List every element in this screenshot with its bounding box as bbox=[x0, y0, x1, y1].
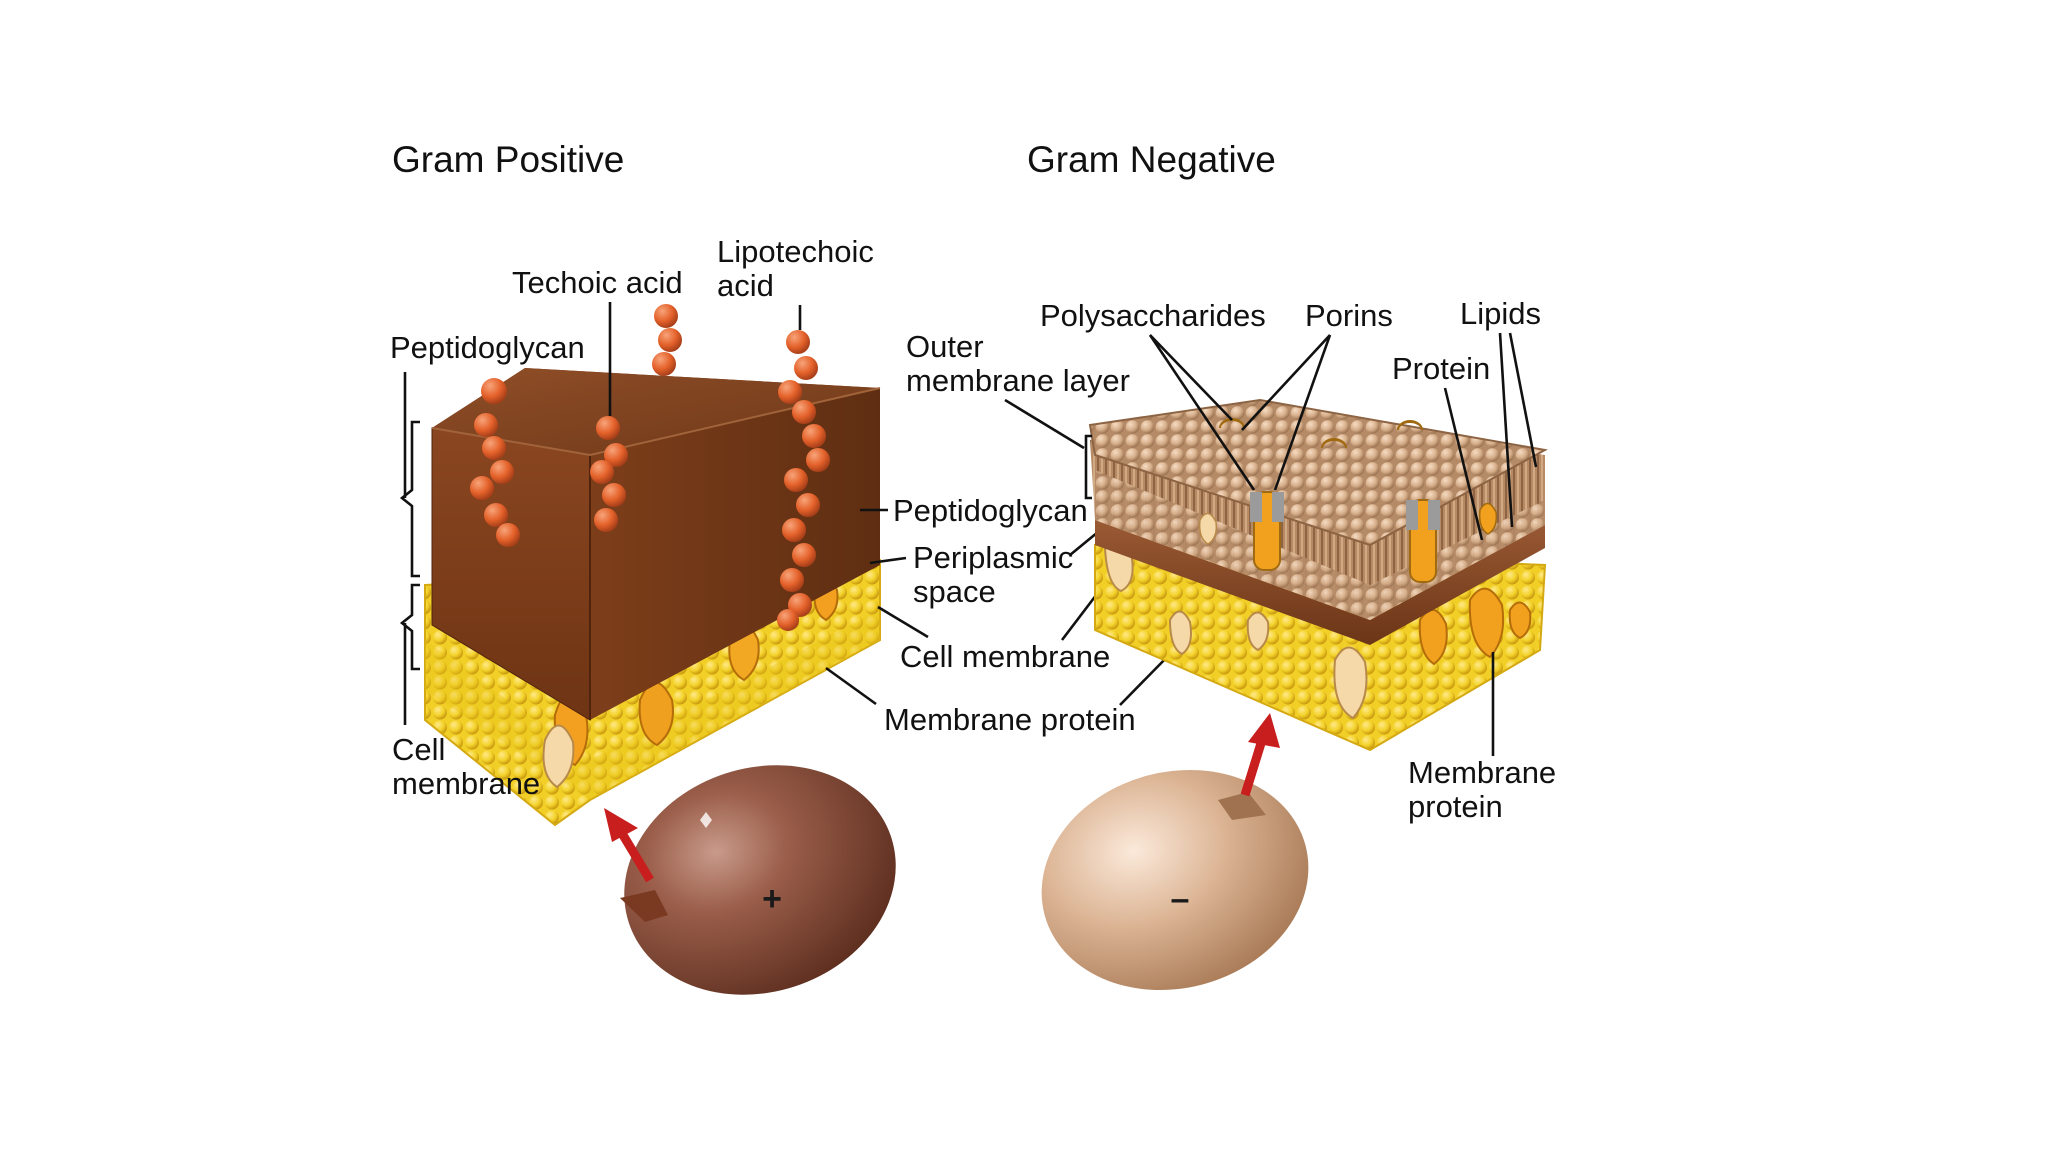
label-cell-membrane-middle: Cell membrane bbox=[900, 639, 1110, 674]
label-membrane-protein-line2: protein bbox=[1408, 789, 1503, 824]
leader-polysaccharides-a bbox=[1149, 334, 1233, 421]
leader-cell-membrane-left bbox=[877, 605, 929, 639]
label-membrane-line2: membrane bbox=[392, 766, 540, 801]
label-periplasmic-line2: space bbox=[913, 574, 996, 609]
label-membrane-protein-line1: Membrane bbox=[1408, 755, 1556, 790]
leader-periplasmic-right bbox=[1069, 530, 1099, 557]
leader-membrane-protein-left bbox=[825, 666, 877, 706]
teichoic-chain bbox=[470, 378, 520, 547]
gram-positive-peptidoglycan-block bbox=[431, 368, 881, 721]
gram-positive-title: Gram Positive bbox=[392, 139, 624, 180]
label-techoic-acid: Techoic acid bbox=[512, 265, 683, 300]
gram-negative-outer-membrane bbox=[1088, 398, 1548, 620]
gram-positive-sign: + bbox=[762, 880, 782, 918]
membrane-protein-shape bbox=[1418, 609, 1448, 666]
membrane-protein-shape bbox=[1168, 610, 1192, 656]
leader-porins-b bbox=[1273, 334, 1332, 491]
gram-positive-cell: + bbox=[624, 765, 896, 995]
label-polysaccharides: Polysaccharides bbox=[1040, 298, 1266, 333]
lipoteichoic-chain bbox=[777, 330, 830, 631]
bracket-peptidoglycan bbox=[399, 420, 420, 578]
teichoic-chain bbox=[590, 416, 628, 532]
gram-negative-sign: – bbox=[1171, 880, 1190, 918]
gram-negative-title: Gram Negative bbox=[1027, 139, 1276, 180]
leader-porins-a bbox=[1241, 334, 1331, 431]
membrane-protein-shape bbox=[1468, 587, 1505, 659]
label-periplasmic-line1: Periplasmic bbox=[913, 540, 1073, 575]
label-porins: Porins bbox=[1305, 298, 1393, 333]
leader-protein bbox=[1443, 387, 1484, 541]
label-peptidoglycan-middle: Peptidoglycan bbox=[893, 493, 1088, 528]
label-cell-line1: Cell bbox=[392, 732, 445, 767]
gram-positive-arrow bbox=[604, 808, 668, 922]
leader-periplasmic-left bbox=[869, 556, 907, 565]
leader-lipids-b bbox=[1508, 332, 1538, 468]
membrane-protein-shape bbox=[1508, 601, 1532, 640]
label-membrane-protein-middle: Membrane protein bbox=[884, 702, 1136, 737]
label-protein: Protein bbox=[1392, 351, 1490, 386]
leader-outer-membrane bbox=[1004, 398, 1085, 450]
membrane-protein-shape bbox=[542, 724, 575, 789]
porin-shape bbox=[1406, 499, 1440, 583]
label-lipotechoic-line1: Lipotechoic bbox=[717, 234, 874, 269]
teichoic-acid-chains bbox=[470, 304, 830, 631]
label-outer-line2: membrane layer bbox=[906, 363, 1130, 398]
membrane-protein-shape bbox=[1333, 646, 1368, 720]
leader-lipids-a bbox=[1498, 332, 1514, 528]
leader-cell-membrane-right bbox=[1060, 589, 1102, 641]
teichoic-chain bbox=[652, 304, 682, 376]
membrane-protein-shape bbox=[1246, 611, 1270, 652]
leader-polysaccharides-b bbox=[1148, 334, 1256, 491]
bracket-outer-membrane bbox=[1084, 434, 1092, 500]
gram-negative-cell: – bbox=[1041, 769, 1309, 991]
label-peptidoglycan-positive: Peptidoglycan bbox=[390, 330, 585, 365]
label-outer-line1: Outer bbox=[906, 329, 984, 364]
bracket-cell-membrane bbox=[399, 583, 420, 671]
gram-negative-peptidoglycan-band bbox=[1095, 520, 1545, 645]
porin-shape bbox=[1250, 491, 1284, 571]
label-lipotechoic-line2: acid bbox=[717, 268, 774, 303]
label-lipids: Lipids bbox=[1460, 296, 1541, 331]
gram-negative-arrow bbox=[1218, 713, 1280, 820]
